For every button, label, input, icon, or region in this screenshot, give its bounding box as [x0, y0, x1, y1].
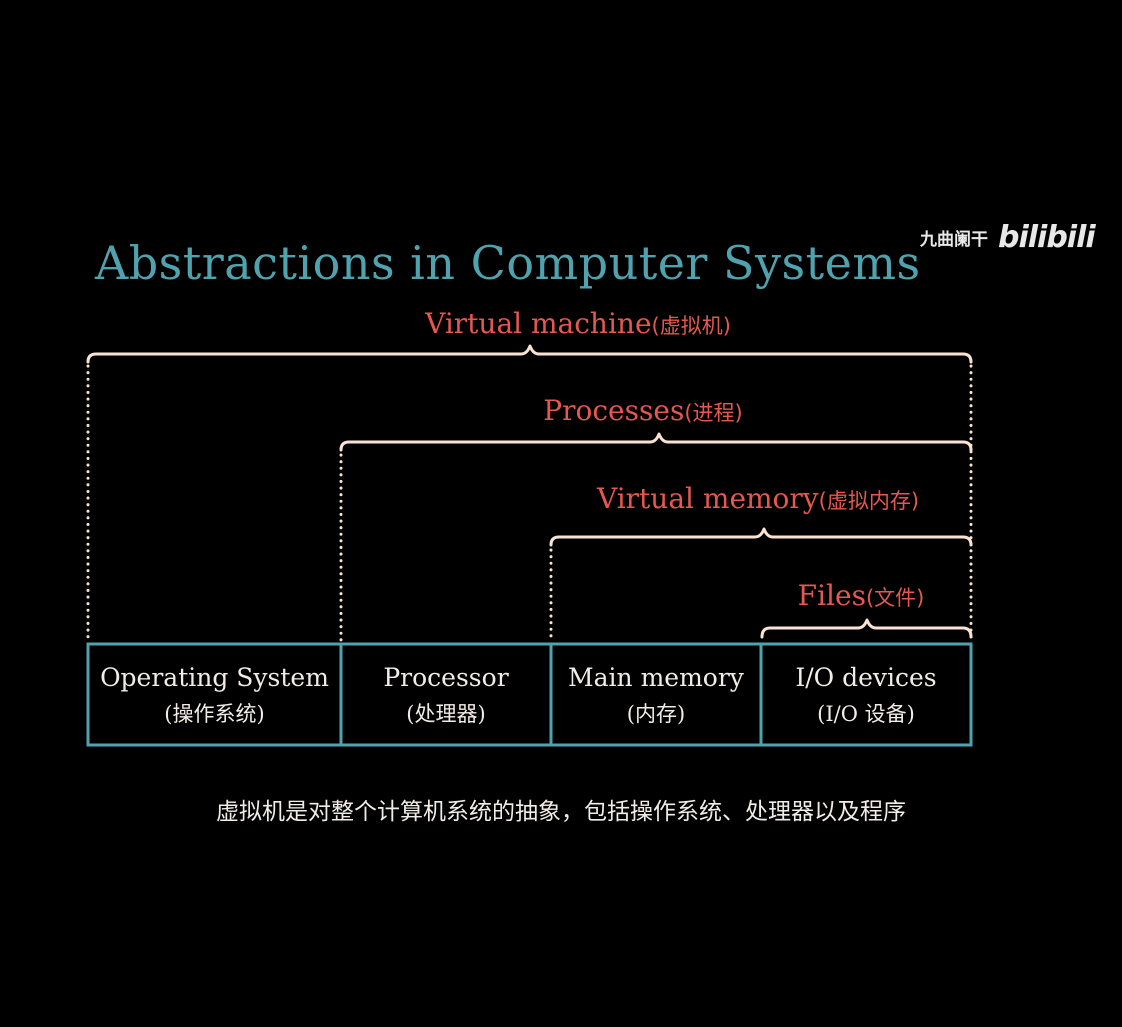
diagram-title: Abstractions in Computer Systems: [95, 236, 921, 290]
subtitle-caption: 虚拟机是对整个计算机系统的抽象，包括操作系统、处理器以及程序: [216, 799, 906, 825]
bilibili-logo: bilibili: [998, 220, 1096, 255]
layer-label-files: Files(文件): [798, 579, 925, 612]
brace-virtual-memory: [549, 527, 973, 547]
brace-files: [760, 618, 973, 639]
component-label-cn: (处理器): [406, 701, 486, 726]
layer-label-processes: Processes(进程): [543, 394, 742, 427]
layer-name: Virtual machine: [425, 307, 652, 340]
component-label: Operating System: [100, 662, 329, 692]
layer-name-cn: (文件): [865, 586, 925, 610]
layer-name: Virtual memory: [596, 482, 819, 515]
component-label: I/O devices: [795, 662, 937, 692]
brace-processes: [339, 432, 973, 452]
brace-virtual-machine: [86, 344, 973, 364]
component-label: Processor: [383, 662, 509, 692]
layer-name: Processes: [543, 394, 685, 427]
watermark-channel: 九曲阑干: [920, 230, 988, 250]
layer-name-cn: (进程): [684, 401, 743, 425]
component-label: Main memory: [568, 662, 744, 692]
layer-name-cn: (虚拟内存): [818, 489, 920, 513]
layer-name: Files: [797, 579, 866, 612]
box-operating-system: Operating System (操作系统): [88, 644, 341, 746]
layer-label-virtual-memory: Virtual memory(虚拟内存): [597, 482, 919, 515]
components-outline: [86, 642, 973, 747]
box-main-memory: Main memory (内存): [551, 644, 761, 746]
box-processor: Processor (处理器): [341, 644, 551, 746]
component-label-cn: (操作系统): [164, 701, 265, 726]
layer-name-cn: (虚拟机): [651, 314, 731, 338]
watermark: 九曲阑干 bilibili: [920, 220, 1096, 255]
layer-label-virtual-machine: Virtual machine(虚拟机): [425, 307, 731, 340]
component-label-cn: (内存): [626, 701, 686, 726]
component-label-cn: (I/O 设备): [817, 701, 915, 726]
box-io-devices: I/O devices (I/O 设备): [761, 644, 971, 746]
